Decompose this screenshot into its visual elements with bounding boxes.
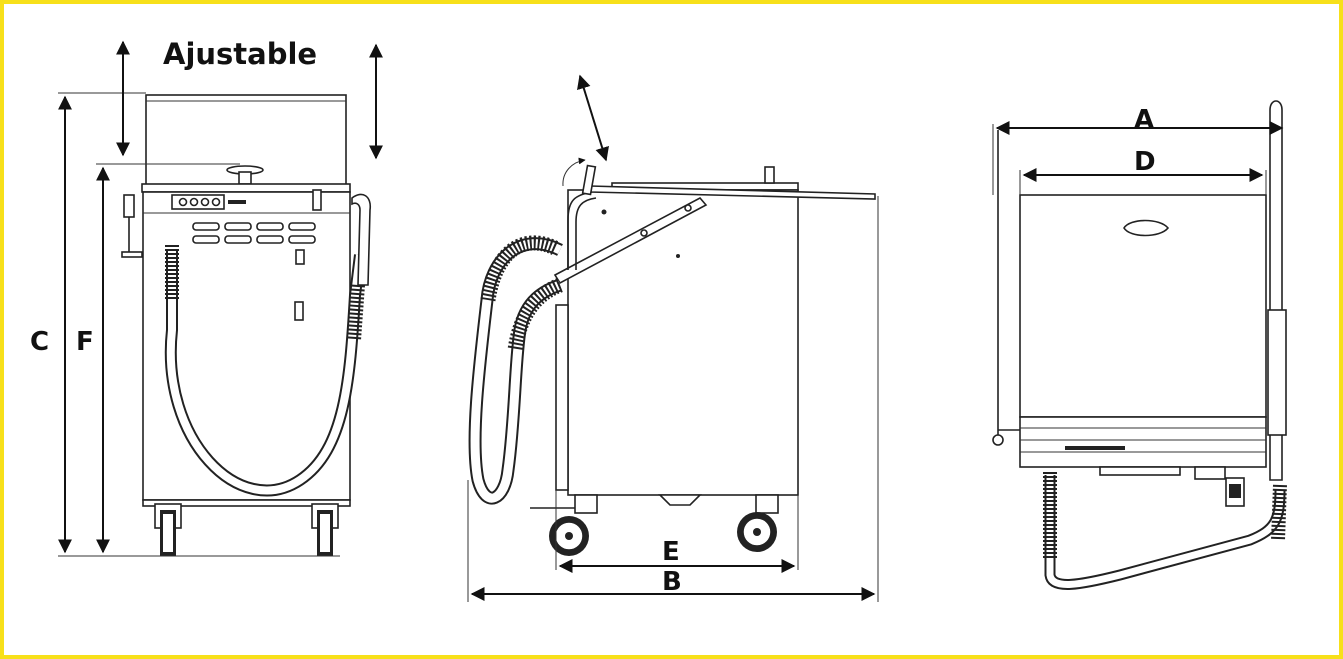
- dimension-b: B: [467, 196, 879, 602]
- dimension-a-label: A: [1134, 105, 1154, 135]
- front-wheel-right: [311, 503, 339, 556]
- dimension-a: A: [992, 105, 1284, 195]
- side-wheel-left: [530, 494, 598, 556]
- top-hose: [1044, 475, 1286, 590]
- dimension-e-label: E: [662, 537, 680, 567]
- tilt-arrow: [577, 74, 609, 162]
- side-body: [567, 189, 799, 496]
- vent-slots: [192, 222, 316, 244]
- dimension-c: C: [30, 92, 340, 557]
- dimension-d-label: D: [1134, 147, 1156, 177]
- crank-handle: [123, 194, 135, 218]
- top-front-strip: [1019, 416, 1267, 468]
- dimension-e: E: [555, 490, 799, 573]
- top-view: [992, 100, 1287, 590]
- adjustable-label: Ajustable: [163, 37, 317, 71]
- rotation-arc: [562, 157, 586, 187]
- dimension-drawing: C F Ajustable: [30, 37, 1287, 602]
- side-wheel-right: [737, 494, 779, 552]
- front-view: [121, 94, 372, 556]
- dimension-f-label: F: [76, 327, 94, 357]
- dimension-d: D: [1019, 147, 1267, 195]
- top-lid-knob: [1123, 219, 1170, 237]
- dimension-f: F: [76, 163, 240, 554]
- dimension-c-label: C: [30, 327, 49, 357]
- front-wheel-left: [154, 503, 182, 556]
- dimension-b-label: B: [662, 567, 682, 597]
- side-view: [468, 157, 876, 556]
- adjustable-arrows: Ajustable: [116, 37, 383, 160]
